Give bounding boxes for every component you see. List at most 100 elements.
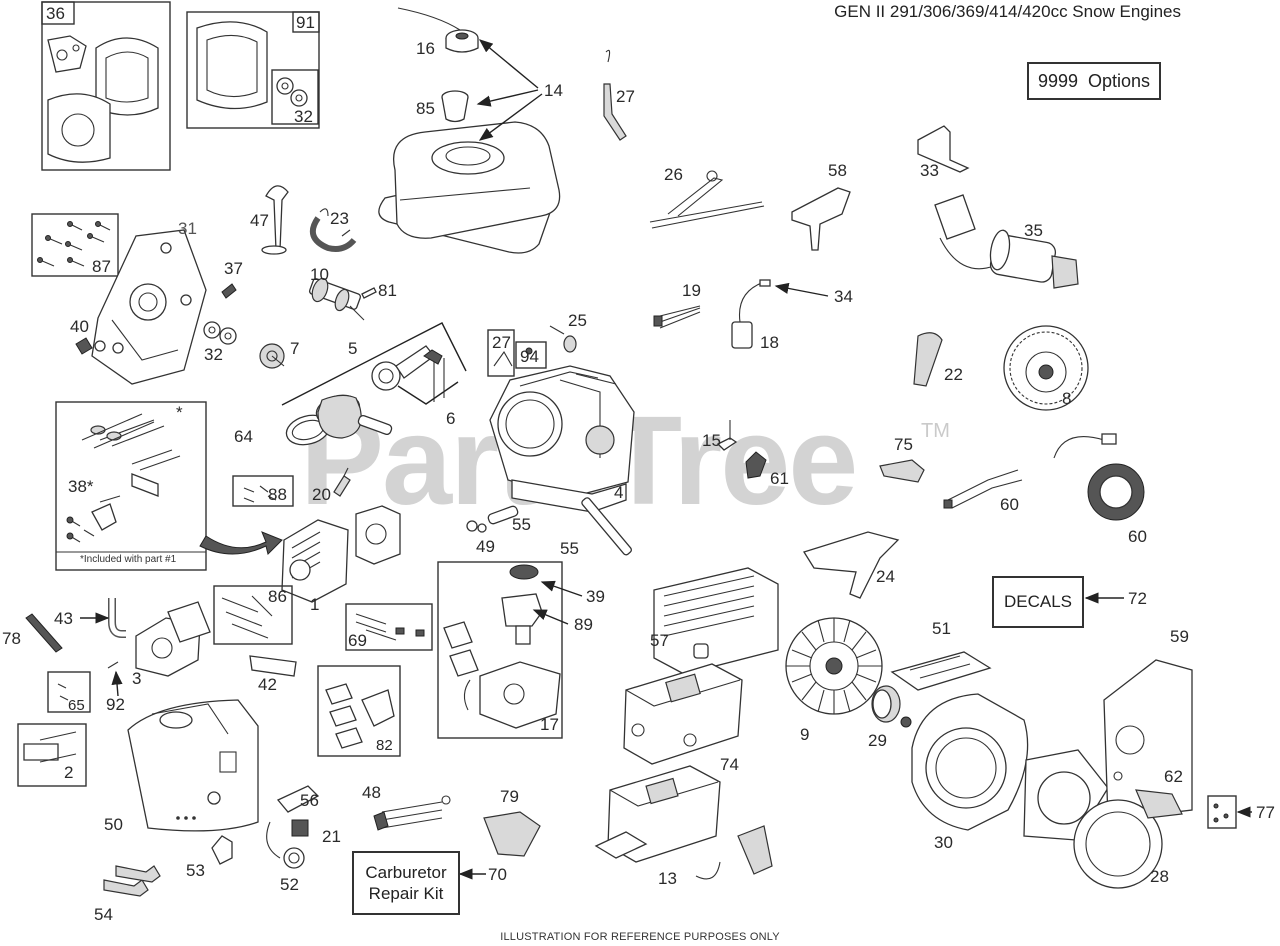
muffler-13[interactable] <box>594 765 721 880</box>
plug-25[interactable] <box>549 325 577 353</box>
washer-49[interactable] <box>466 520 487 533</box>
connecting-rod-6[interactable] <box>371 345 459 405</box>
bolt-set-87[interactable] <box>31 213 119 277</box>
cover-79[interactable] <box>483 811 541 857</box>
label-64: 64 <box>234 427 253 446</box>
throttle-15[interactable] <box>716 420 738 451</box>
label-89: 89 <box>574 615 593 634</box>
label-8: 8 <box>1062 389 1071 408</box>
rectifier-18[interactable] <box>731 279 771 349</box>
fuel-tank-14[interactable] <box>378 121 561 254</box>
diagram-title: GEN II 291/306/369/414/420cc Snow Engine… <box>834 2 1181 21</box>
panel-59[interactable] <box>1103 659 1193 821</box>
strap-78[interactable] <box>25 613 63 653</box>
label-65: 65 <box>68 697 85 714</box>
flywheel-8[interactable] <box>1003 325 1089 411</box>
label-asterisk: * <box>176 403 183 422</box>
decals-box[interactable]: DECALS <box>992 576 1084 628</box>
screw-92[interactable] <box>107 661 119 669</box>
dowel-pin-55[interactable] <box>487 497 632 556</box>
governor-linkage-26[interactable] <box>649 170 765 229</box>
label-34: 34 <box>834 287 853 306</box>
bracket-33[interactable] <box>917 125 970 173</box>
fan-housing-30[interactable] <box>911 693 1029 831</box>
label-9: 9 <box>800 725 809 744</box>
key-switch-53[interactable] <box>211 835 233 865</box>
label-74: 74 <box>720 755 739 774</box>
recoil-starter-28[interactable] <box>1073 789 1183 889</box>
valve-kit-38[interactable] <box>55 401 207 571</box>
oil-drain-plug-40[interactable] <box>75 337 106 355</box>
piston-rings-5[interactable] <box>281 322 467 449</box>
fuel-cap-16[interactable] <box>397 7 479 53</box>
label-53: 53 <box>186 861 205 880</box>
keys-54[interactable] <box>103 865 161 897</box>
label-10: 10 <box>310 265 329 284</box>
fuel-strainer-85[interactable] <box>441 90 469 123</box>
screw-set-69[interactable] <box>345 603 433 651</box>
shroud-24[interactable] <box>803 531 900 599</box>
starter-35[interactable] <box>934 194 1079 289</box>
label-87: 87 <box>92 257 111 276</box>
breather-hose-23[interactable] <box>309 208 357 252</box>
harness-19[interactable] <box>653 305 701 329</box>
camshaft-10[interactable] <box>308 276 365 321</box>
dipstick-47[interactable] <box>261 185 289 255</box>
governor-gear-7[interactable] <box>259 343 285 369</box>
flywheel-fan-9[interactable] <box>785 617 883 715</box>
alternator-60b[interactable] <box>1053 433 1145 521</box>
engine-block-4[interactable] <box>489 365 635 513</box>
label-20: 20 <box>312 485 331 504</box>
label-62: 62 <box>1164 767 1183 786</box>
plug-94[interactable] <box>515 341 547 369</box>
label-38: 38* <box>68 477 94 496</box>
gasket-set-91[interactable] <box>186 11 320 129</box>
label-86: 86 <box>268 587 287 606</box>
harness-48[interactable] <box>373 795 451 831</box>
intake-elbow-43[interactable] <box>108 598 126 638</box>
spark-plug-20[interactable] <box>333 467 351 497</box>
gasket-set-82[interactable] <box>317 665 401 757</box>
key-81[interactable] <box>361 287 377 299</box>
air-filter-3[interactable] <box>135 601 211 677</box>
bracket-58[interactable] <box>791 187 851 251</box>
carb-repair-kit-box[interactable]: Carburetor Repair Kit <box>352 851 460 915</box>
primer-52[interactable] <box>266 821 305 869</box>
cylinder-head-1[interactable] <box>281 505 401 603</box>
carburetor-17[interactable] <box>437 561 563 739</box>
bracket-42[interactable] <box>249 655 297 677</box>
pin-27b[interactable] <box>487 329 515 377</box>
bolt-set-86[interactable] <box>213 585 293 645</box>
screws-65[interactable] <box>47 671 91 713</box>
label-39: 39 <box>586 587 605 606</box>
options-box[interactable]: 9999 Options <box>1027 62 1161 100</box>
label-17: 17 <box>540 715 559 734</box>
clutch-cup-29[interactable] <box>871 685 912 728</box>
bracket-22[interactable] <box>913 332 943 387</box>
heat-shield-13b[interactable] <box>737 825 773 875</box>
crankcase-cover-31[interactable] <box>91 229 207 385</box>
oil-sensor-37[interactable] <box>221 283 237 299</box>
options-label: 9999 Options <box>1037 70 1151 91</box>
muffler-guard-57[interactable] <box>653 567 779 675</box>
choke-rod-27[interactable] <box>603 49 627 141</box>
muffler-74[interactable] <box>623 663 743 765</box>
label-72: 72 <box>1128 589 1147 608</box>
bracket-2[interactable] <box>17 723 87 787</box>
screw-set-88[interactable] <box>232 475 294 507</box>
bracket-56[interactable] <box>276 785 320 813</box>
label-51: 51 <box>932 619 951 638</box>
bracket-51[interactable] <box>890 651 992 691</box>
label-15: 15 <box>702 431 721 450</box>
bracket-75[interactable] <box>879 459 925 483</box>
switch-21[interactable] <box>291 819 309 837</box>
knob-61[interactable] <box>745 451 767 479</box>
label-54: 54 <box>94 905 113 924</box>
harness-60a[interactable] <box>943 469 1023 509</box>
blower-housing-50[interactable] <box>127 699 259 832</box>
hardware-77[interactable] <box>1207 795 1237 829</box>
bearing-32[interactable] <box>203 321 237 345</box>
gasket-set-36[interactable] <box>41 1 171 171</box>
